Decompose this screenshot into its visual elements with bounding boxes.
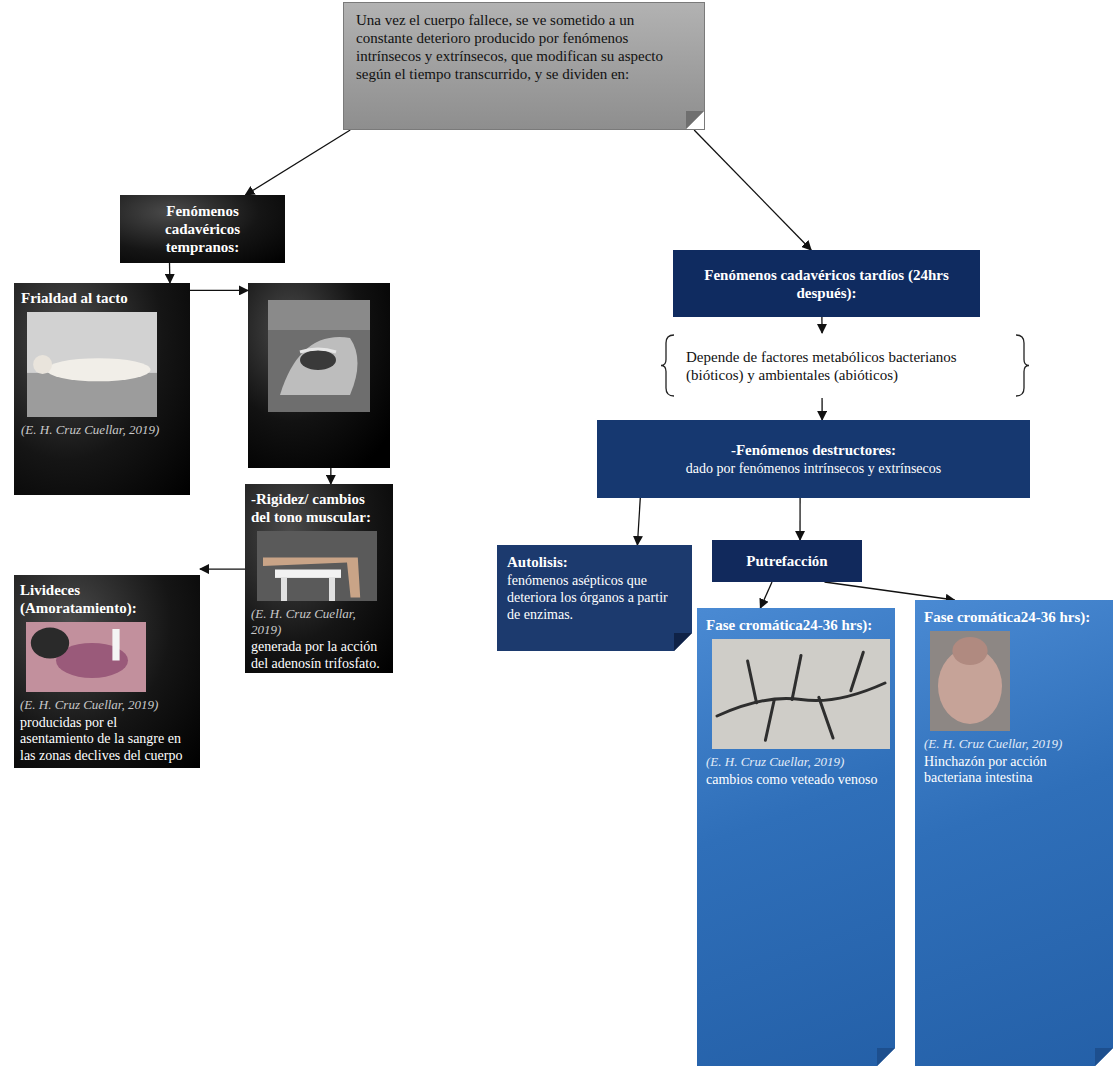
citation: (E. H. Cruz Cuellar, 2019) bbox=[706, 754, 886, 770]
arrow-connector bbox=[694, 130, 811, 250]
phase-box: Fase cromática24-36 hrs): (E. H. Cruz Cue… bbox=[697, 608, 895, 1066]
jaw-photo bbox=[268, 300, 370, 412]
arrow-connector bbox=[200, 569, 245, 570]
citation: (E. H. Cruz Cuellar, 2019) bbox=[924, 736, 1104, 752]
phenomenon-box: Livideces (Amoratamiento): (E. H. Cruz Cu… bbox=[14, 575, 200, 768]
node-heading: Autolisis: bbox=[507, 553, 682, 571]
folded-corner bbox=[877, 1048, 895, 1066]
node-heading: Fenómenos cadavéricos tardíos (24hrs des… bbox=[683, 266, 970, 302]
node-body: generada por la acción del adenosín trif… bbox=[251, 639, 387, 673]
phenomenon-box: -Rigidez/ cambios del tono muscular: (E. … bbox=[245, 484, 393, 673]
node-heading: -Rigidez/ cambios del tono muscular: bbox=[251, 490, 387, 526]
folded-corner bbox=[686, 111, 704, 129]
photo-frame bbox=[248, 283, 390, 468]
node-heading: Putrefacción bbox=[720, 552, 854, 570]
photo bbox=[27, 312, 157, 417]
category-box: Fenómenos cadavéricos tardíos (24hrs des… bbox=[673, 250, 980, 317]
photo bbox=[257, 531, 377, 601]
phenomenon-box: Autolisis: fenómenos asépticos que deteri… bbox=[497, 545, 692, 651]
node-body: Una vez el cuerpo fallece, se ve sometid… bbox=[356, 11, 692, 83]
node-heading: Fase cromática24-36 hrs): bbox=[924, 608, 1104, 626]
arrow-connector bbox=[760, 582, 772, 608]
arrow-connector bbox=[822, 398, 823, 420]
citation: (E. H. Cruz Cuellar, 2019) bbox=[251, 606, 387, 637]
citation: (E. H. Cruz Cuellar, 2019) bbox=[21, 422, 183, 438]
photo bbox=[26, 622, 146, 692]
category-box: Putrefacción bbox=[712, 540, 862, 582]
node-body: fenómenos asépticos que deteriora los ór… bbox=[507, 573, 682, 623]
intro-box: Una vez el cuerpo fallece, se ve sometid… bbox=[343, 2, 705, 130]
arrow-connector bbox=[190, 290, 331, 484]
folded-corner bbox=[1095, 1048, 1113, 1066]
node-heading: Fenómenos cadavéricos tempranos: bbox=[128, 202, 277, 256]
arrow-connector bbox=[800, 498, 801, 540]
category-box: -Fenómenos destructores: dado por fenómen… bbox=[597, 420, 1030, 498]
node-body: cambios como veteado venoso bbox=[706, 772, 886, 789]
arrow-connector bbox=[637, 498, 640, 545]
arrow-connector bbox=[821, 317, 822, 333]
arrow-connector bbox=[245, 130, 350, 195]
phase-box: Fase cromática24-36 hrs): (E. H. Cruz Cue… bbox=[915, 600, 1113, 1066]
node-heading: -Fenómenos destructores: bbox=[607, 441, 1020, 459]
node-body: Depende de factores metabólicos bacteria… bbox=[686, 348, 1004, 384]
node-heading: Livideces (Amoratamiento): bbox=[20, 581, 194, 617]
node-body: dado por fenómenos intrínsecos y extríns… bbox=[607, 461, 1020, 478]
node-heading: Fase cromática24-36 hrs): bbox=[706, 616, 886, 634]
citation: (E. H. Cruz Cuellar, 2019) bbox=[20, 697, 194, 713]
brace-pair bbox=[660, 333, 1030, 398]
node-heading: Frialdad al tacto bbox=[21, 289, 183, 307]
photo bbox=[712, 639, 890, 749]
arrow-connector bbox=[825, 582, 955, 600]
category-box: Fenómenos cadavéricos tempranos: bbox=[120, 195, 285, 263]
folded-corner bbox=[674, 633, 692, 651]
node-body: producidas por el asentamiento de la san… bbox=[20, 715, 194, 765]
phenomenon-box: Frialdad al tacto (E. H. Cruz Cuellar, 20… bbox=[14, 283, 190, 495]
arrow-connector bbox=[169, 263, 170, 283]
note-box: Depende de factores metabólicos bacteria… bbox=[660, 333, 1030, 398]
node-body: Hinchazón por acción bacteriana intestin… bbox=[924, 754, 1104, 788]
photo bbox=[930, 631, 1010, 731]
